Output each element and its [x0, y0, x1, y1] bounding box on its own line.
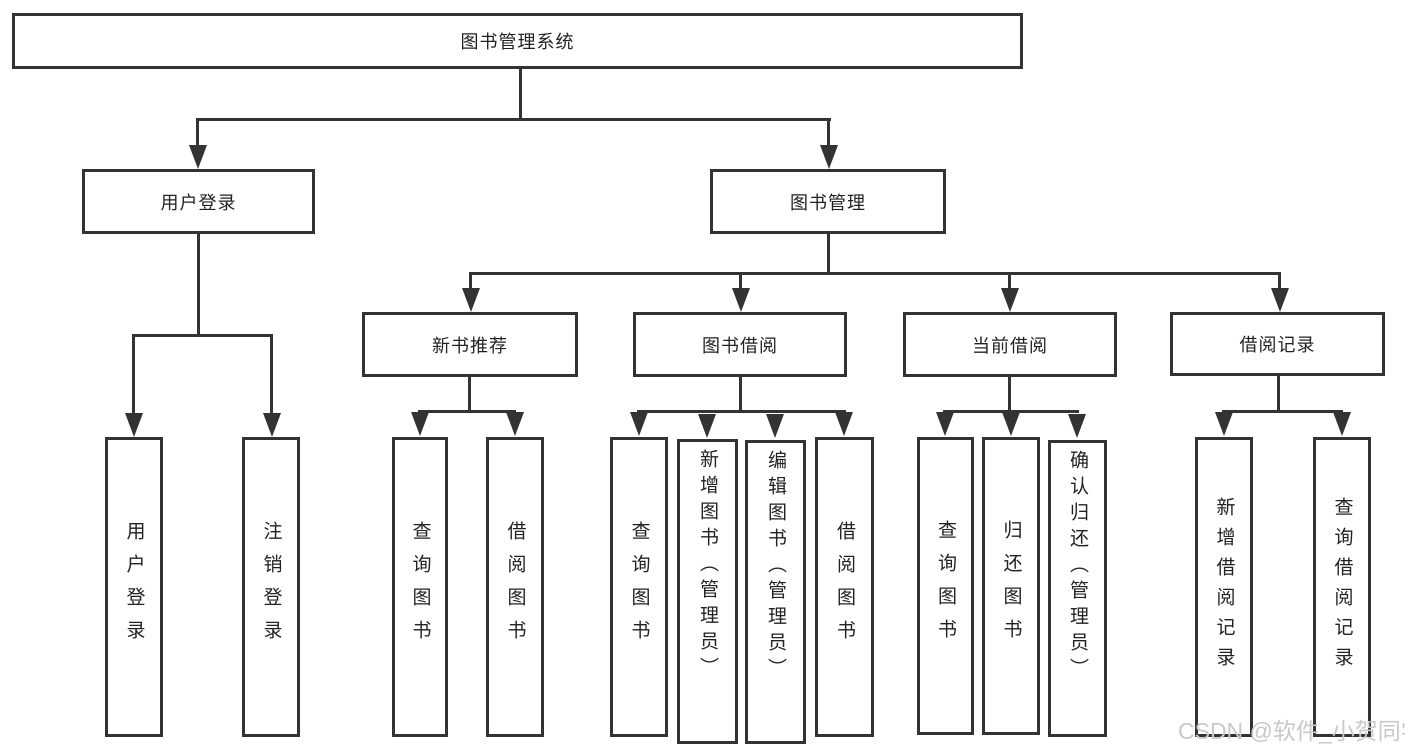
leaf-query-books-recommend: 查询图书 — [392, 437, 448, 737]
leaf-confirm-return-admin: 确认归还（管理员） — [1048, 440, 1107, 737]
leaf-query-books-borrow-label: 查询图书 — [628, 521, 650, 653]
arrowhead-borrow — [732, 288, 750, 312]
arrowhead-rec-borrow — [506, 412, 524, 436]
node-new-book-recommend-label: 新书推荐 — [432, 335, 508, 356]
leaf-add-borrow-record-label: 新增借阅记录 — [1213, 497, 1235, 677]
connector-drop-leaf-logout — [270, 334, 273, 416]
arrowhead-cur-return — [1002, 412, 1020, 436]
leaf-edit-book-admin: 编辑图书（管理员） — [745, 440, 806, 744]
arrowhead-recommend — [462, 288, 480, 312]
connector-records-stem — [1277, 376, 1280, 413]
leaf-logout: 注销登录 — [242, 437, 300, 737]
leaf-borrow-books-recommend-label: 借阅图书 — [504, 521, 526, 653]
node-root: 图书管理系统 — [12, 13, 1023, 69]
arrowhead-record-query — [1333, 412, 1351, 436]
leaf-borrow-books-recommend: 借阅图书 — [486, 437, 544, 737]
connector-splitter-level2 — [469, 272, 1281, 275]
connector-drop-records — [1278, 272, 1281, 290]
connector-splitter-records — [1222, 410, 1343, 413]
leaf-edit-book-admin-label: 编辑图书（管理员） — [765, 450, 786, 684]
leaf-return-book: 归还图书 — [982, 437, 1040, 735]
connector-drop-recommend — [469, 272, 472, 290]
leaf-add-book-admin: 新增图书（管理员） — [677, 439, 738, 744]
leaf-query-books-current-label: 查询图书 — [935, 520, 956, 652]
connector-drop-user-login — [196, 118, 199, 150]
node-book-management: 图书管理 — [710, 169, 946, 234]
leaf-query-books-current: 查询图书 — [917, 437, 974, 735]
node-root-label: 图书管理系统 — [460, 32, 575, 52]
connector-root-stem — [519, 69, 522, 120]
arrowhead-leaf-logout — [263, 413, 281, 437]
arrowhead-records — [1271, 288, 1289, 312]
arrowhead-bor-add — [698, 414, 716, 438]
leaf-query-books-borrow: 查询图书 — [610, 437, 668, 737]
node-new-book-recommend: 新书推荐 — [362, 312, 578, 377]
connector-splitter-user-login — [132, 334, 273, 337]
arrowhead-cur-query — [936, 412, 954, 436]
connector-drop-leaf-login — [132, 334, 135, 416]
leaf-return-book-label: 归还图书 — [1000, 520, 1022, 652]
arrowhead-leaf-login — [125, 413, 143, 437]
connector-splitter-level1 — [196, 118, 831, 121]
arrowhead-bor-borrow — [835, 412, 853, 436]
arrowhead-user-login — [189, 145, 207, 169]
leaf-user-login-label: 用户登录 — [123, 521, 145, 653]
leaf-query-borrow-record: 查询借阅记录 — [1313, 437, 1371, 737]
arrowhead-current — [1001, 288, 1019, 312]
node-borrow-records-label: 借阅记录 — [1239, 335, 1316, 355]
node-book-borrow-label: 图书借阅 — [702, 335, 778, 356]
connector-drop-book-management — [827, 118, 830, 150]
leaf-borrow-books-borrow: 借阅图书 — [815, 437, 874, 737]
leaf-query-books-recommend-label: 查询图书 — [409, 521, 431, 653]
arrowhead-rec-query — [411, 412, 429, 436]
connector-drop-borrow — [739, 272, 742, 290]
node-book-borrow: 图书借阅 — [633, 312, 847, 377]
arrowhead-book-management — [820, 145, 838, 169]
arrowhead-cur-confirm — [1068, 414, 1086, 438]
node-current-borrow: 当前借阅 — [903, 312, 1117, 377]
connector-user-login-stem — [197, 234, 200, 337]
leaf-confirm-return-admin-label: 确认归还（管理员） — [1067, 450, 1088, 684]
leaf-user-login: 用户登录 — [105, 437, 163, 737]
arrowhead-record-add — [1215, 412, 1233, 436]
connector-current-stem — [1008, 377, 1011, 413]
connector-splitter-borrow — [637, 410, 846, 413]
node-current-borrow-label: 当前借阅 — [972, 335, 1048, 356]
csdn-watermark: CSDN @软件_小贺同学 — [1178, 718, 1405, 744]
leaf-logout-label: 注销登录 — [260, 521, 282, 653]
connector-splitter-recommend — [418, 410, 516, 413]
leaf-add-book-admin-label: 新增图书（管理员） — [697, 449, 718, 683]
node-user-login-label: 用户登录 — [160, 192, 237, 213]
connector-recommend-stem — [468, 377, 471, 413]
node-book-management-label: 图书管理 — [790, 192, 866, 213]
leaf-borrow-books-borrow-label: 借阅图书 — [834, 521, 855, 653]
connector-splitter-current — [943, 410, 1079, 413]
node-borrow-records: 借阅记录 — [1170, 312, 1385, 376]
arrowhead-bor-query — [630, 412, 648, 436]
arrowhead-bor-edit — [766, 414, 784, 438]
connector-drop-current — [1008, 272, 1011, 290]
node-user-login: 用户登录 — [82, 169, 315, 234]
connector-borrow-stem — [739, 377, 742, 413]
leaf-add-borrow-record: 新增借阅记录 — [1195, 437, 1253, 737]
connector-book-management-stem — [827, 234, 830, 275]
leaf-query-borrow-record-label: 查询借阅记录 — [1331, 497, 1353, 677]
